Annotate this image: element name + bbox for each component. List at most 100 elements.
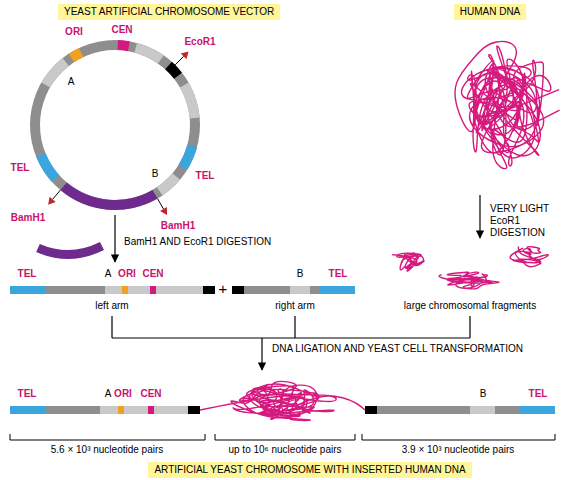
arm-segment xyxy=(45,406,100,414)
vector-region xyxy=(41,58,68,87)
arm-segment xyxy=(122,286,128,294)
arm-segment xyxy=(148,406,154,414)
arm-segment xyxy=(100,406,118,414)
arm-segment xyxy=(105,286,122,294)
size-bracket xyxy=(362,434,555,440)
annotation: B xyxy=(480,388,487,400)
inserted-human-dna xyxy=(200,381,365,420)
title-band: YEAST ARTIFICIAL CHROMOSOME VECTOR xyxy=(58,4,280,20)
arm-segment xyxy=(45,286,105,294)
title-band: ARTIFICIAL YEAST CHROMOSOME WITH INSERTE… xyxy=(148,462,471,478)
annotation: A xyxy=(105,388,112,400)
annotation: 3.9 × 10³ nucleotide pairs xyxy=(402,444,515,456)
restriction-site-flag xyxy=(160,207,167,215)
arm-segment xyxy=(124,406,148,414)
arm-segment xyxy=(290,286,310,294)
arm-segment xyxy=(188,406,200,414)
digestion-arrow xyxy=(479,195,480,238)
site-stick xyxy=(175,56,183,64)
size-bracket xyxy=(215,434,355,440)
element-label: CEN xyxy=(140,388,161,400)
left-arm xyxy=(10,406,200,414)
annotation: left arm xyxy=(95,300,128,312)
chromosomal-fragment xyxy=(439,272,499,289)
digestion-arrow xyxy=(114,215,115,262)
arm-segment xyxy=(156,286,203,294)
element-label: BamH1 xyxy=(11,212,45,224)
annotation: B xyxy=(297,268,304,280)
element-label: TEL xyxy=(196,170,215,182)
element-label: CEN xyxy=(111,24,132,36)
band-text: HUMAN DNA xyxy=(460,6,521,17)
left-arm xyxy=(10,286,215,294)
element-label: TEL xyxy=(329,268,348,280)
annotation: A xyxy=(68,76,75,88)
annotation: 5.6 × 10³ nucleotide pairs xyxy=(51,444,164,456)
annotation: VERY LIGHT EcoR1 DIGESTION xyxy=(490,203,570,239)
size-bracket xyxy=(10,434,205,440)
band-text: YEAST ARTIFICIAL CHROMOSOME VECTOR xyxy=(64,6,274,17)
annotation: + xyxy=(219,281,228,297)
arm-segment xyxy=(377,406,470,414)
site-stick xyxy=(53,190,61,199)
arm-segment xyxy=(232,286,244,294)
annotation: A xyxy=(105,268,112,280)
marker-segment xyxy=(165,62,182,79)
excised-fragment xyxy=(38,246,102,255)
arm-segment xyxy=(128,286,150,294)
annotation: DNA LIGATION AND YEAST CELL TRANSFORMATI… xyxy=(272,343,523,355)
element-label: TEL xyxy=(18,388,37,400)
element-label: TEL xyxy=(529,388,548,400)
right-arm xyxy=(232,286,355,294)
title-band: HUMAN DNA xyxy=(454,4,527,20)
vector-ring xyxy=(30,40,200,215)
annotation: BamH1 AND EcoR1 DIGESTION xyxy=(124,236,271,248)
arm-segment xyxy=(495,406,520,414)
vector-region xyxy=(134,43,163,64)
restriction-site-flag xyxy=(181,51,189,59)
arm-segment xyxy=(150,286,156,294)
element-label: BamH1 xyxy=(161,220,195,232)
telomere-segment xyxy=(36,153,59,182)
site-stick xyxy=(158,199,164,209)
band-text: ARTIFICIAL YEAST CHROMOSOME WITH INSERTE… xyxy=(154,464,465,475)
human-dna xyxy=(455,41,560,168)
element-label: TEL xyxy=(11,162,30,174)
annotation: large chromosomal fragments xyxy=(404,300,536,312)
arm-segment xyxy=(470,406,495,414)
element-label: ORI xyxy=(65,26,83,38)
element-label: CEN xyxy=(142,268,163,280)
vector-region xyxy=(157,173,180,195)
arm-segment xyxy=(118,406,124,414)
arm-segment xyxy=(10,286,45,294)
element-label: EcoR1 xyxy=(184,36,215,48)
element-label: ORI xyxy=(114,388,132,400)
restriction-site-flag xyxy=(48,197,56,205)
element-label: TEL xyxy=(18,268,37,280)
annotation: right arm xyxy=(275,300,314,312)
element-label: ORI xyxy=(118,268,136,280)
vector-region xyxy=(180,83,200,119)
ligation-arrow xyxy=(261,338,262,370)
arm-segment xyxy=(203,286,215,294)
arm-segment xyxy=(520,406,555,414)
vector-backbone xyxy=(30,40,200,210)
arm-segment xyxy=(154,406,188,414)
arm-segment xyxy=(320,286,355,294)
annotation: B xyxy=(152,168,159,180)
stuffer-segment xyxy=(60,182,157,210)
chromosomal-fragment xyxy=(392,253,424,271)
arm-segment xyxy=(244,286,290,294)
centromere-segment xyxy=(118,40,130,51)
telomere-segment xyxy=(179,144,198,170)
arm-segment xyxy=(310,286,320,294)
arm-segment xyxy=(365,406,377,414)
chromosomal-fragment xyxy=(510,247,548,267)
arm-segment xyxy=(10,406,45,414)
joining-lines xyxy=(112,316,470,338)
origin-segment xyxy=(69,48,84,62)
right-arm xyxy=(365,406,555,414)
annotation: up to 10⁶ nucleotide pairs xyxy=(228,444,341,456)
